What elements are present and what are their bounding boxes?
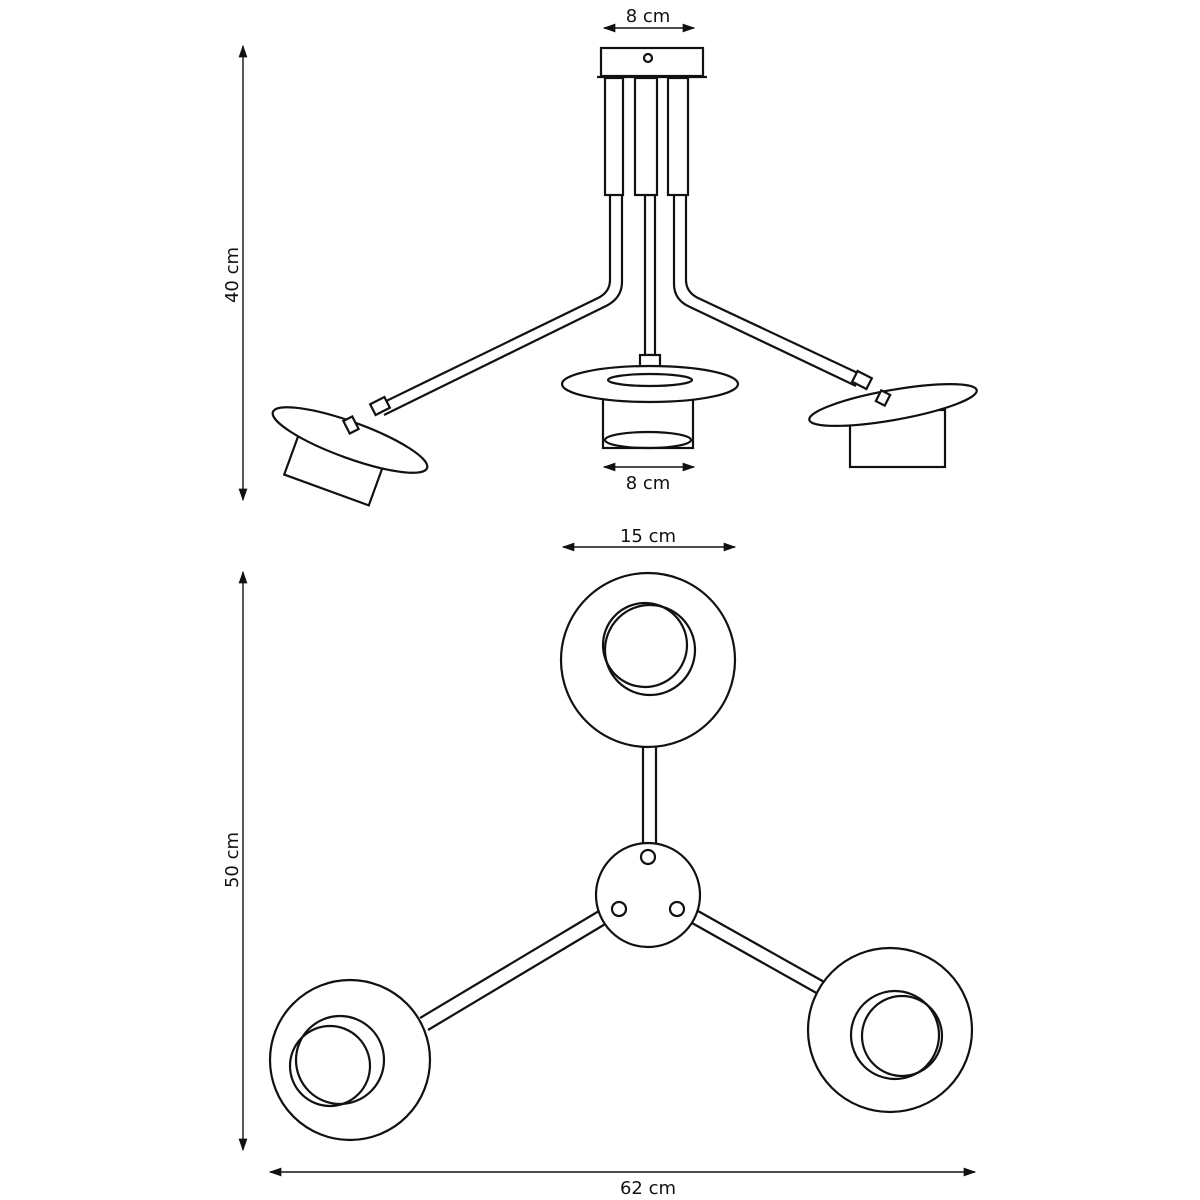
left-arm	[377, 195, 624, 416]
dim-depth: 50 cm	[222, 570, 248, 1152]
top-shade	[559, 571, 737, 749]
dim-label: 8 cm	[626, 473, 671, 494]
dim-cylinder-width: 8 cm	[602, 462, 696, 494]
dim-disc-width: 15 cm	[561, 526, 737, 552]
center-shade-disc	[560, 364, 740, 404]
center-rod	[643, 193, 657, 357]
dim-height: 40 cm	[222, 44, 248, 502]
dim-label: 40 cm	[222, 247, 243, 303]
right-shade-top	[806, 946, 974, 1114]
right-arm-top	[675, 901, 827, 996]
dim-canopy-width: 8 cm	[602, 6, 696, 33]
left-arm-top	[419, 901, 623, 1031]
top-view	[268, 571, 974, 1142]
screw-icon	[642, 52, 654, 64]
dim-label: 50 cm	[222, 832, 243, 888]
hub	[594, 841, 702, 949]
canopy	[599, 46, 705, 78]
right-shade-disc	[808, 383, 978, 427]
dim-label: 62 cm	[620, 1178, 676, 1199]
side-view	[271, 46, 978, 507]
right-arm	[672, 195, 863, 387]
dim-total-width: 62 cm	[268, 1167, 977, 1199]
dim-label: 15 cm	[620, 526, 676, 547]
dim-label: 8 cm	[626, 6, 671, 27]
left-shade-top	[268, 978, 432, 1142]
